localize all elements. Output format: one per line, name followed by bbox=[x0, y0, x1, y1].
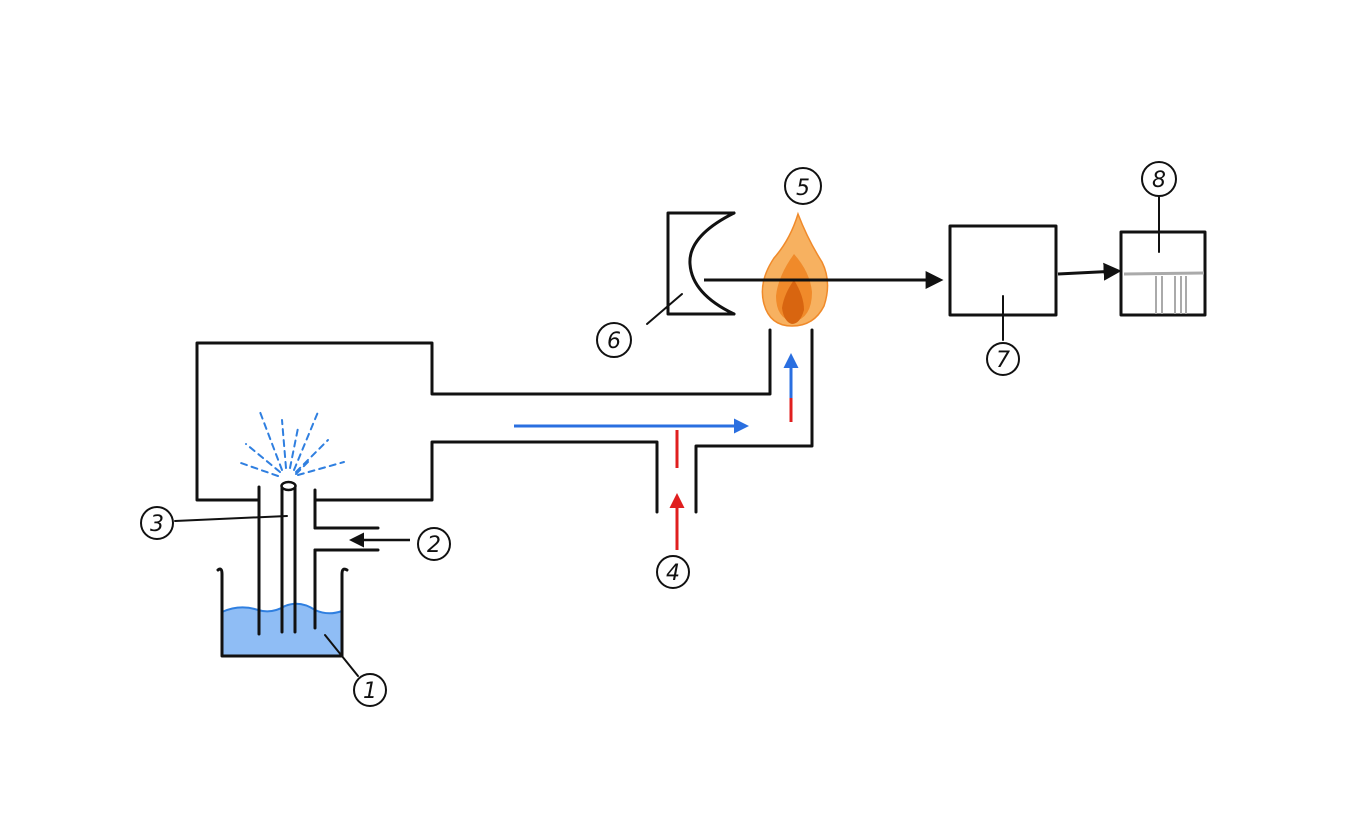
svg-text:8: 8 bbox=[1152, 168, 1166, 193]
svg-text:2: 2 bbox=[427, 533, 441, 558]
spray-chamber-outline bbox=[195, 328, 772, 502]
svg-text:3: 3 bbox=[150, 512, 164, 537]
svg-text:1: 1 bbox=[363, 679, 377, 704]
signal-arrow bbox=[1057, 262, 1122, 281]
spray-chamber bbox=[195, 328, 814, 514]
label-4: 4 bbox=[656, 555, 690, 589]
svg-text:5: 5 bbox=[796, 176, 810, 201]
label-8: 8 bbox=[1141, 161, 1177, 197]
beaker-walls bbox=[216, 567, 349, 658]
flame bbox=[761, 211, 829, 327]
svg-text:6: 6 bbox=[607, 329, 621, 354]
label-7: 7 bbox=[986, 342, 1020, 376]
label-1: 1 bbox=[353, 673, 387, 707]
label-5: 5 bbox=[784, 167, 822, 205]
svg-text:7: 7 bbox=[996, 348, 1010, 373]
light-source bbox=[666, 211, 736, 316]
label-3: 3 bbox=[140, 506, 174, 540]
svg-text:4: 4 bbox=[666, 561, 680, 586]
detector-readout bbox=[1119, 230, 1207, 317]
label-6: 6 bbox=[596, 322, 632, 358]
leader-lines bbox=[174, 196, 1160, 677]
aerosol-spray bbox=[237, 411, 345, 477]
nebulizer bbox=[257, 480, 380, 636]
label-2: 2 bbox=[417, 527, 451, 561]
